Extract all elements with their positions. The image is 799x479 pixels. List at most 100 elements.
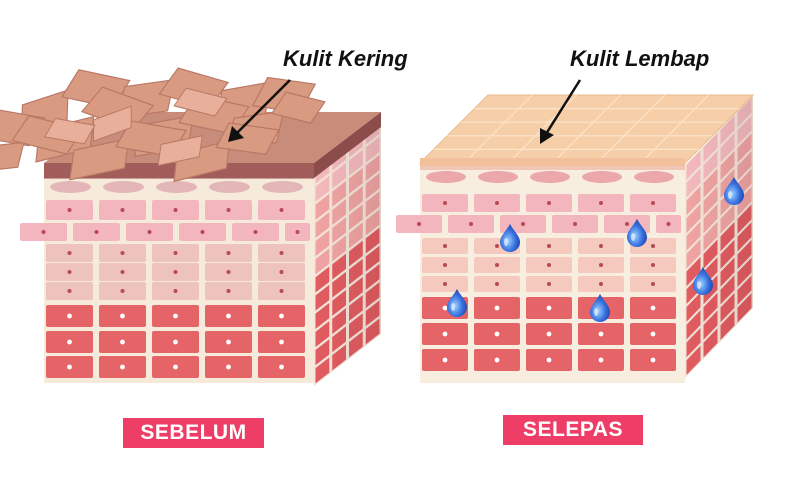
cell-nucleus bbox=[226, 270, 231, 274]
drop-highlight bbox=[594, 308, 598, 316]
moist-skin-label: Kulit Lembap bbox=[570, 46, 709, 71]
surface-line bbox=[640, 94, 710, 164]
surface-edge bbox=[420, 158, 685, 166]
cell-nucleus bbox=[279, 313, 284, 319]
cell-nucleus bbox=[495, 201, 499, 205]
cell-nucleus bbox=[598, 331, 604, 337]
cell-nucleus bbox=[173, 313, 178, 319]
cell-nucleus bbox=[443, 201, 447, 205]
surface-line bbox=[507, 94, 577, 164]
cell-nucleus bbox=[94, 230, 99, 234]
cell-nucleus bbox=[226, 313, 231, 319]
dry-flake bbox=[0, 141, 25, 174]
cell-nucleus bbox=[443, 244, 447, 248]
cell-nucleus bbox=[442, 331, 448, 337]
arrow-icon bbox=[540, 79, 582, 144]
cell-nucleus bbox=[547, 282, 551, 286]
cell-nucleus bbox=[120, 313, 125, 319]
cell-nucleus bbox=[443, 263, 447, 267]
cell-nucleus bbox=[494, 305, 500, 311]
cell-nucleus bbox=[546, 357, 552, 363]
cell-nucleus bbox=[279, 251, 284, 255]
cell-nucleus bbox=[599, 201, 603, 205]
stratum-band bbox=[420, 165, 685, 170]
cell-nucleus bbox=[41, 230, 46, 234]
flat-cell bbox=[582, 171, 622, 183]
dry-skin-front-face bbox=[20, 163, 314, 383]
cell-nucleus bbox=[120, 364, 125, 370]
cell-nucleus bbox=[173, 339, 178, 345]
moist-skin-block bbox=[396, 94, 755, 383]
dry-flake-highlight bbox=[44, 117, 96, 145]
cell-nucleus bbox=[226, 364, 231, 370]
cell-nucleus bbox=[666, 222, 671, 226]
cell-nucleus bbox=[547, 244, 551, 248]
dry-flake-highlight bbox=[157, 135, 203, 167]
side-shading bbox=[314, 116, 381, 386]
dry-flake-highlight bbox=[93, 105, 132, 142]
cell-nucleus bbox=[495, 244, 499, 248]
cell-nucleus bbox=[67, 289, 72, 293]
cell-nucleus bbox=[120, 208, 125, 212]
side-stratum bbox=[314, 112, 381, 178]
flat-cell bbox=[262, 181, 303, 193]
cell-nucleus bbox=[226, 339, 231, 345]
dry-skin-block bbox=[0, 67, 381, 386]
flat-cell bbox=[209, 181, 250, 193]
dry-flake-highlight bbox=[173, 87, 228, 117]
cell-nucleus bbox=[295, 230, 300, 234]
moist-skin-smooth-surface bbox=[418, 94, 755, 166]
moist-skin-side-face bbox=[685, 95, 753, 378]
cell-nucleus bbox=[651, 244, 655, 248]
divider bbox=[420, 188, 685, 192]
cell-nucleus bbox=[147, 230, 152, 234]
dry-skin-label: Kulit Kering bbox=[283, 46, 408, 71]
cell-nucleus bbox=[173, 208, 178, 212]
cell-nucleus bbox=[442, 357, 448, 363]
cell-nucleus bbox=[226, 208, 231, 212]
cell-nucleus bbox=[173, 289, 178, 293]
dry-flake bbox=[173, 139, 231, 183]
cell-nucleus bbox=[442, 305, 448, 311]
drop-highlight bbox=[631, 233, 635, 241]
dry-flake bbox=[69, 137, 130, 181]
cell-nucleus bbox=[546, 305, 552, 311]
drop-highlight bbox=[697, 281, 701, 289]
flat-cell bbox=[634, 171, 674, 183]
cell-nucleus bbox=[547, 263, 551, 267]
moist-skin-front-face bbox=[396, 165, 685, 383]
cell-nucleus bbox=[200, 230, 205, 234]
surface-line bbox=[552, 94, 621, 164]
cell-nucleus bbox=[253, 230, 258, 234]
cell-nucleus bbox=[120, 270, 125, 274]
cell-nucleus bbox=[443, 282, 447, 286]
flat-cell bbox=[50, 181, 91, 193]
drop-highlight bbox=[504, 238, 508, 246]
cell-nucleus bbox=[599, 282, 603, 286]
cell-nucleus bbox=[67, 313, 72, 319]
cell-nucleus bbox=[67, 208, 72, 212]
before-badge: SEBELUM bbox=[123, 418, 264, 448]
cell-nucleus bbox=[226, 289, 231, 293]
cell-nucleus bbox=[599, 244, 603, 248]
cell-nucleus bbox=[417, 222, 421, 226]
after-badge: SELEPAS bbox=[503, 415, 643, 445]
cell-nucleus bbox=[120, 339, 125, 345]
cell-nucleus bbox=[650, 305, 656, 311]
cell-nucleus bbox=[279, 270, 284, 274]
surface-line bbox=[463, 94, 533, 164]
cell-nucleus bbox=[226, 251, 231, 255]
cell-nucleus bbox=[67, 339, 72, 345]
cell-nucleus bbox=[625, 222, 629, 226]
side-shading bbox=[685, 95, 753, 378]
cell-nucleus bbox=[469, 222, 473, 226]
surface-line bbox=[596, 94, 666, 164]
flat-cell bbox=[530, 171, 570, 183]
cell-nucleus bbox=[598, 357, 604, 363]
cell-nucleus bbox=[67, 251, 72, 255]
cell-nucleus bbox=[495, 282, 499, 286]
water-drops bbox=[447, 177, 744, 322]
drop-highlight bbox=[728, 191, 732, 199]
cell-nucleus bbox=[651, 263, 655, 267]
